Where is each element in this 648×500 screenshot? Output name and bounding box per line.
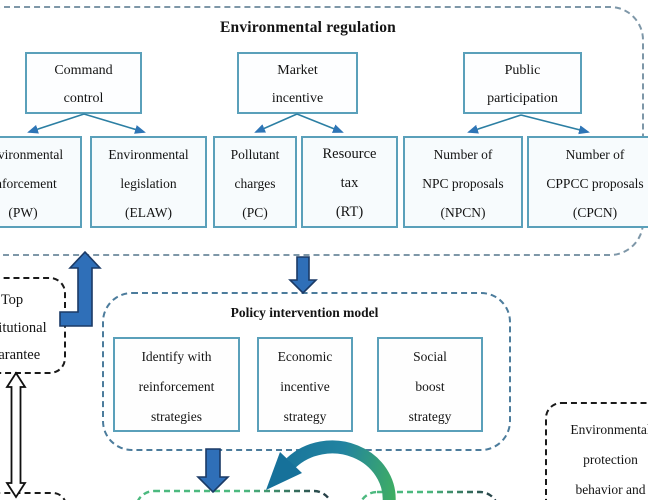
arrow-curved-feedback-head (266, 452, 302, 490)
indicator-label-line: NPC proposals (422, 176, 504, 191)
indicator-label-line: enforcement (0, 176, 57, 191)
arrow-double-guarantee-link (5, 371, 27, 499)
indicator-label-line: (ELAW) (125, 205, 172, 220)
strategy-box-economic: Economic incentive strategy (257, 337, 353, 432)
indicator-label-line: legislation (120, 176, 177, 191)
category-label-line: participation (487, 91, 558, 106)
indicator-label-line: CPPCC proposals (546, 176, 644, 191)
indicator-box-pc: Pollutant charges (PC) (213, 136, 297, 228)
strategy-box-social: Social boost strategy (377, 337, 483, 432)
indicator-label-line: Environmental (108, 147, 189, 162)
category-box-market-incentive: Market incentive (237, 52, 358, 114)
strategy-box-reinforcement: Identify with reinforcement strategies (113, 337, 240, 432)
strategy-label-line: Identify with (141, 349, 212, 364)
indicator-label-line: (PC) (242, 205, 268, 220)
strategy-label-line: reinforcement (138, 379, 215, 394)
indicator-label-line: Number of (565, 147, 625, 162)
indicator-box-cpcn: Number of CPPCC proposals (CPCN) (527, 136, 648, 228)
strategy-label-line: Economic (277, 349, 333, 364)
category-label-line: Market (277, 63, 318, 78)
note-label-line: Environmental (570, 422, 648, 437)
note-label-line: behavior and (575, 482, 646, 497)
strategy-label-line: strategies (151, 409, 202, 424)
indicator-label-line: charges (234, 176, 276, 191)
note-label-line: Top (0, 292, 24, 308)
arrow-up-guarantee-to-regulation (59, 250, 102, 327)
environmental-regulation-container (0, 6, 644, 256)
category-box-public-participation: Public participation (463, 52, 582, 114)
indicator-box-npcn: Number of NPC proposals (NPCN) (403, 136, 523, 228)
indicator-label-line: (RT) (335, 204, 364, 220)
note-label-line: guarantee (0, 347, 41, 363)
indicator-label-line: (CPCN) (572, 205, 618, 220)
policy-intervention-title: Policy intervention model (230, 305, 379, 320)
environmental-protection-behavior-note: Environmental protection behavior and (545, 402, 648, 500)
indicator-box-elaw: Environmental legislation (ELAW) (90, 136, 207, 228)
indicator-label-line: Pollutant (230, 147, 280, 162)
bottom-center-outcome-box (137, 489, 331, 500)
strategy-label-line: Social (413, 349, 447, 364)
indicator-box-rt: Resource tax (RT) (301, 136, 398, 228)
indicator-label-line: Environmental (0, 147, 64, 162)
arrow-down-regulation-to-policy (288, 256, 318, 295)
indicator-label-line: (PW) (8, 205, 38, 220)
category-label-line: control (63, 91, 104, 106)
arrow-curved-feedback (286, 440, 396, 500)
category-box-command-control: Command control (25, 52, 142, 114)
indicator-label-line: Resource (322, 146, 377, 162)
note-label-line: protection (583, 452, 638, 467)
indicator-box-pw: Environmental enforcement (PW) (0, 136, 82, 228)
top-institutional-guarantee-note: Top institutional guarantee (0, 277, 66, 374)
category-label-line: incentive (271, 91, 324, 106)
indicator-label-line: (NPCN) (440, 205, 486, 220)
indicator-label-line: tax (340, 175, 359, 191)
diagram-title: Environmental regulation (219, 19, 397, 36)
bottom-right-outcome-box (360, 490, 497, 500)
note-label-line: institutional (0, 319, 47, 336)
arrow-down-policy-to-outcome (196, 448, 230, 494)
strategy-label-line: strategy (283, 409, 327, 424)
strategy-label-line: strategy (408, 409, 452, 424)
category-label-line: Public (504, 63, 541, 78)
bottom-left-note (0, 492, 67, 500)
strategy-label-line: boost (415, 379, 445, 394)
indicator-label-line: Number of (433, 147, 493, 162)
category-label-line: Command (54, 63, 113, 78)
strategy-label-line: incentive (280, 379, 330, 394)
